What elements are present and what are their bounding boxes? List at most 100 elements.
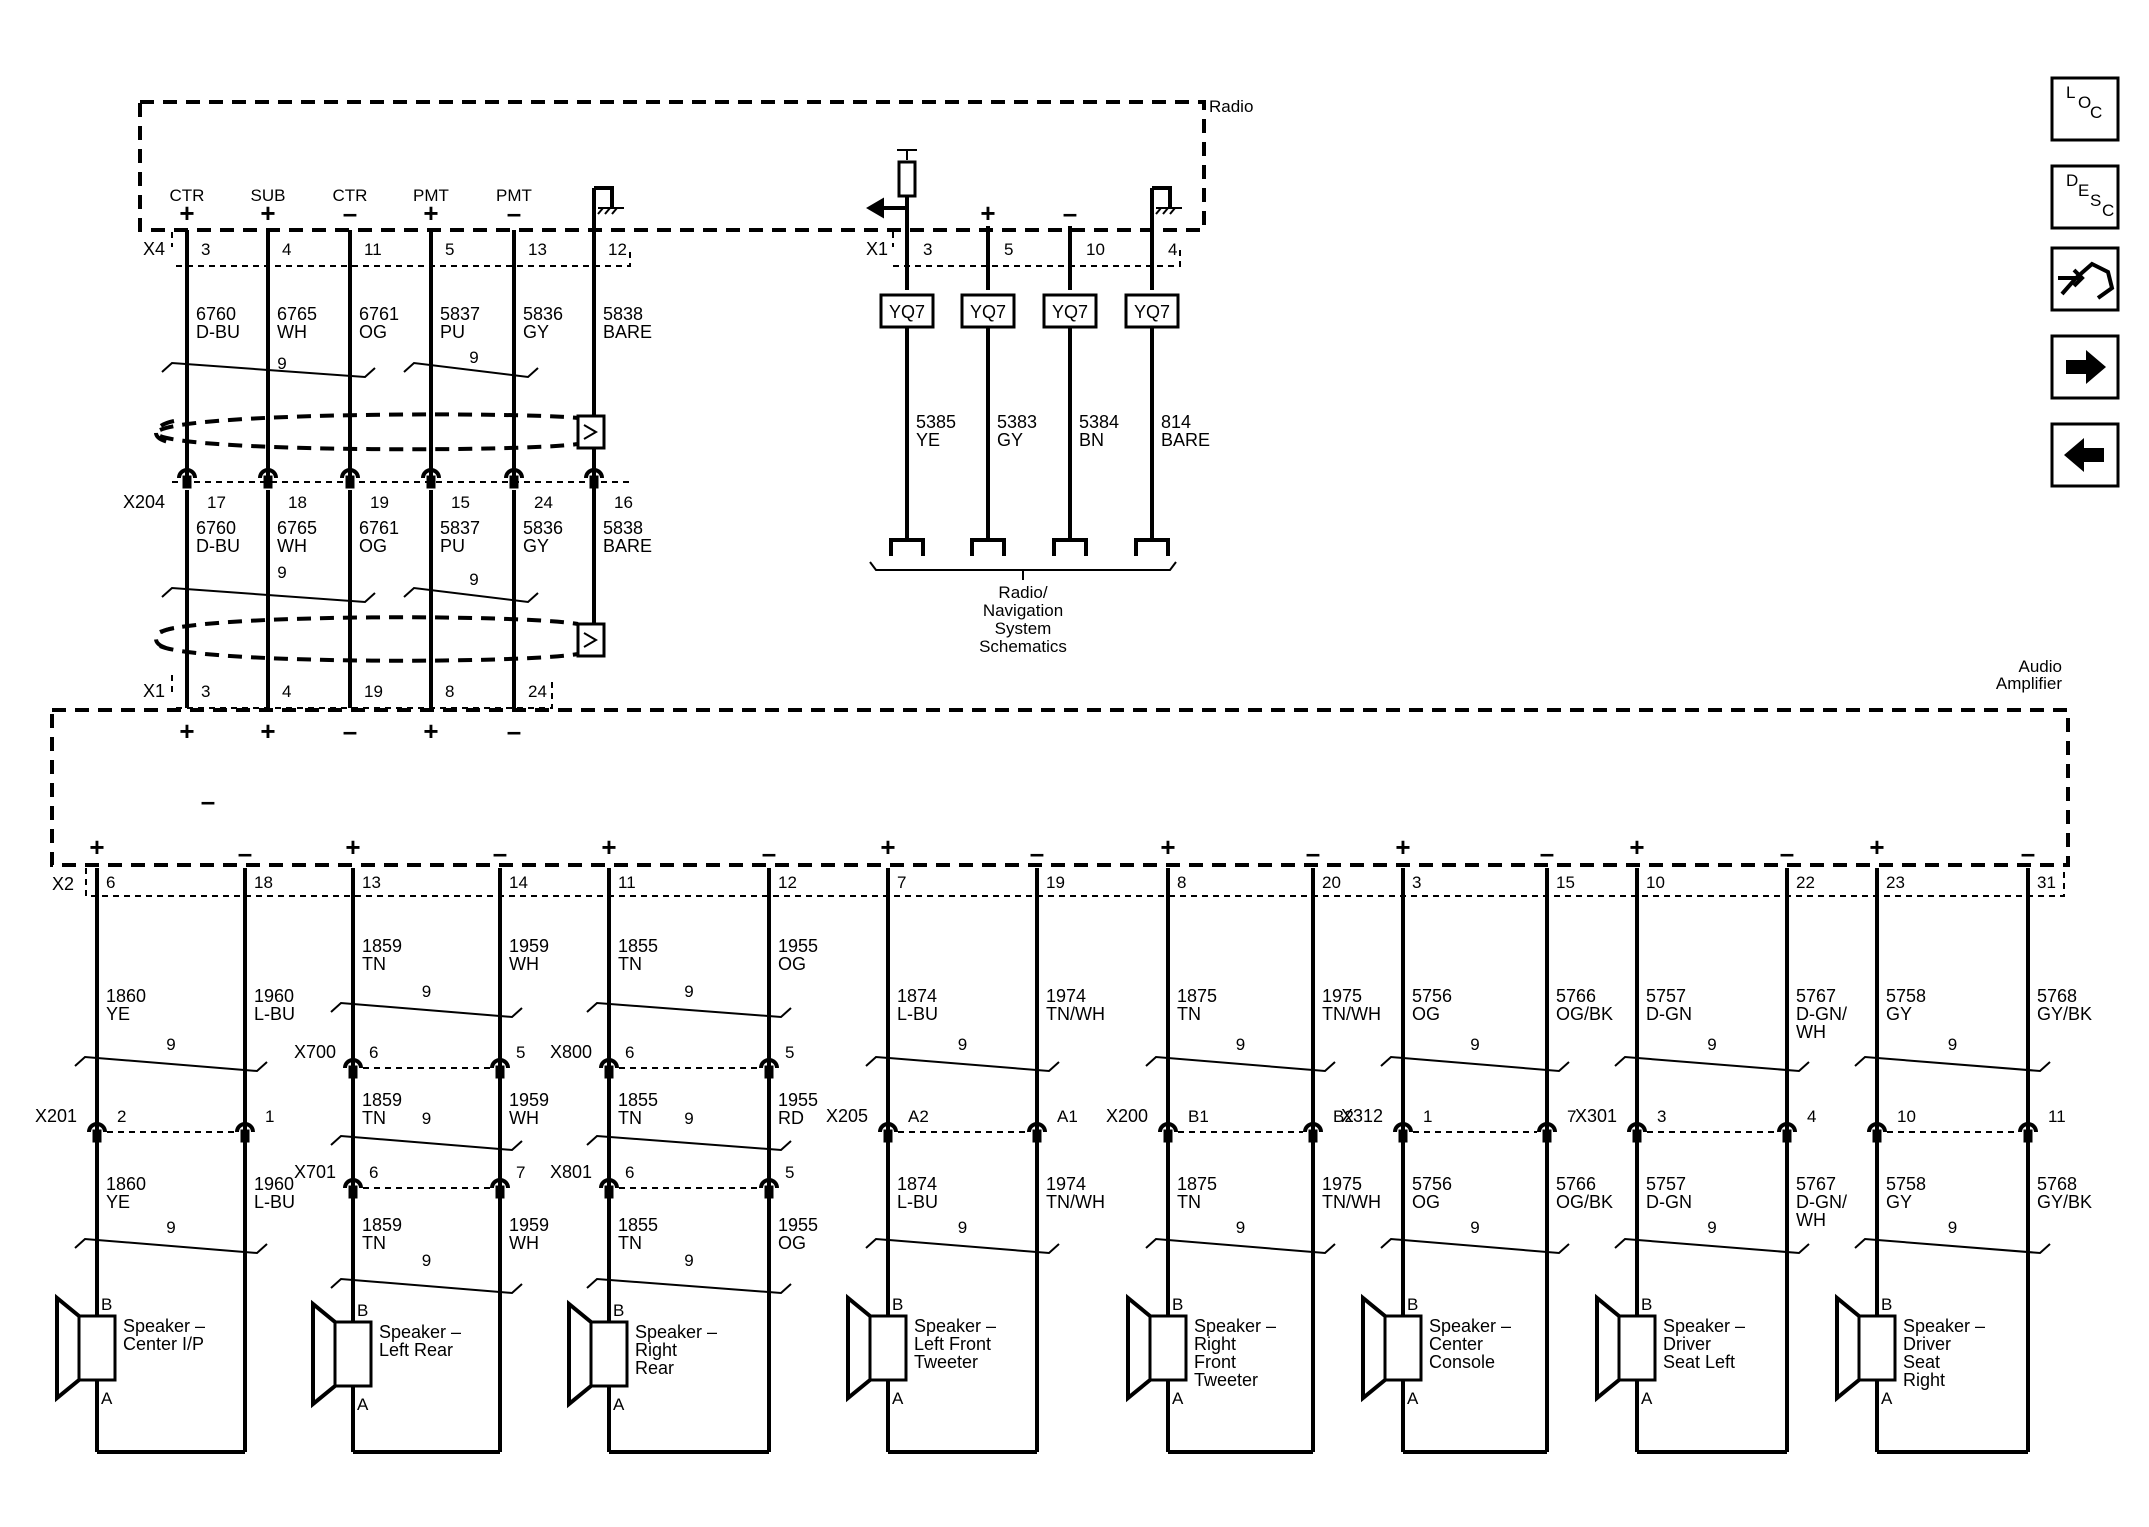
prev-button[interactable] <box>2050 422 2120 488</box>
x204-terminal <box>182 475 192 489</box>
inline-terminal <box>1777 1122 1797 1133</box>
speaker-circuit-label: 1975 <box>1322 1174 1362 1194</box>
twist-count: 9 <box>1470 1035 1479 1054</box>
prev-button[interactable] <box>2050 422 2120 488</box>
twist-count: 9 <box>422 1251 431 1270</box>
inline-pin-number: 5 <box>785 1163 794 1182</box>
speaker-name: Speaker – <box>914 1316 996 1336</box>
radio-circuit-label: YE <box>916 430 940 450</box>
x204-terminal <box>345 475 355 489</box>
inline-terminal <box>92 1129 102 1143</box>
radio-pin-number: 5 <box>1004 240 1013 259</box>
speaker-circuit-label: 1855 <box>618 1090 658 1110</box>
speaker-circuit-label: OG/BK <box>1556 1004 1613 1024</box>
amplifier-output-sign: – <box>238 838 252 868</box>
radio-circuit-label: 5385 <box>916 412 956 432</box>
amplifier-output-pin: 14 <box>509 873 528 892</box>
desc-button[interactable] <box>2050 164 2120 230</box>
reference-connector <box>1052 538 1088 556</box>
twisted-pair-mark <box>74 1055 268 1073</box>
radio-circuit-label: 6760 <box>196 304 236 324</box>
inline-terminal <box>348 1065 358 1079</box>
radio-circuit-label: D-BU <box>196 322 240 342</box>
nav-letter: L <box>2066 83 2075 102</box>
radio-pin-number: 4 <box>1168 240 1177 259</box>
speaker-icon <box>333 1320 373 1388</box>
twisted-pair-mark <box>330 1134 523 1152</box>
speaker-icon <box>1617 1314 1657 1382</box>
radio-pin-number: 5 <box>445 240 454 259</box>
amplifier-input-pin: 3 <box>201 682 210 701</box>
inline-terminal <box>1027 1122 1047 1133</box>
speaker-circuit-label: TN/WH <box>1046 1004 1105 1024</box>
inline-connector-name: X701 <box>294 1162 336 1182</box>
speaker-circuit-label: TN/WH <box>1322 1004 1381 1024</box>
speaker-name: Right <box>1194 1334 1236 1354</box>
speaker-circuit-label: GY/BK <box>2037 1192 2092 1212</box>
twist-count: 9 <box>1470 1218 1479 1237</box>
speaker-icon <box>311 1299 337 1409</box>
cable-shield <box>159 434 579 452</box>
inline-terminal <box>1632 1129 1642 1143</box>
speaker-name: Driver <box>1903 1334 1951 1354</box>
next-button[interactable] <box>2050 334 2120 400</box>
twisted-pair-mark <box>330 1277 523 1295</box>
cable-shield <box>159 412 579 432</box>
speaker-terminal-label: B <box>357 1301 368 1320</box>
twisted-pair-mark <box>586 1134 792 1152</box>
radio-pin-function: CTR <box>333 186 368 205</box>
inline-terminal <box>1872 1129 1882 1143</box>
inline-terminal <box>490 1058 510 1069</box>
amplifier-output-pin: 23 <box>1886 873 1905 892</box>
home-button[interactable] <box>2050 246 2120 312</box>
twisted-pair-mark <box>1380 1055 1570 1073</box>
speaker-name: Rear <box>635 1358 674 1378</box>
speaker-circuit-label: WH <box>509 1233 539 1253</box>
speaker-name: Speaker – <box>635 1322 717 1342</box>
speaker-circuit-label: 1874 <box>897 1174 937 1194</box>
speaker-circuit-label: TN <box>1177 1192 1201 1212</box>
amplifier-output-sign: + <box>880 832 895 862</box>
radio-pin-number: 3 <box>201 240 210 259</box>
speaker-terminal-label: A <box>101 1389 113 1408</box>
twisted-pair-mark <box>1614 1055 1810 1073</box>
ground-icon <box>604 207 611 215</box>
speaker-circuit-label: 5756 <box>1412 1174 1452 1194</box>
speaker-circuit-label: TN <box>362 1233 386 1253</box>
amplifier-output-pin: 31 <box>2037 873 2056 892</box>
option-tag-label: YQ7 <box>1134 302 1170 322</box>
speaker-name: Speaker – <box>379 1322 461 1342</box>
speaker-terminal-label: A <box>1407 1389 1419 1408</box>
speaker-circuit-label: 5757 <box>1646 1174 1686 1194</box>
twisted-pair-mark <box>1145 1055 1336 1073</box>
cable-shield <box>154 626 175 652</box>
speaker-circuit-label: GY <box>1886 1004 1912 1024</box>
inline-terminal <box>604 1185 614 1199</box>
radio-pin-function: PMT <box>496 186 532 205</box>
x204-terminal <box>263 475 273 489</box>
radio-module-outline <box>138 100 1206 232</box>
speaker-circuit-label: RD <box>778 1108 804 1128</box>
loc-button[interactable]: LOC <box>2050 76 2120 142</box>
feed-arrow <box>866 197 884 219</box>
speaker-circuit-label: D-GN <box>1646 1004 1692 1024</box>
inline-terminal <box>1867 1122 1887 1133</box>
radio-circuit-label: BN <box>1079 430 1104 450</box>
amplifier-output-pin: 22 <box>1796 873 1815 892</box>
speaker-circuit-label: TN <box>362 1108 386 1128</box>
amplifier-input-pin: 4 <box>282 682 291 701</box>
loc-button[interactable] <box>2050 76 2120 142</box>
radio-pin-function: SUB <box>251 186 286 205</box>
cable-shield <box>159 644 579 663</box>
amplifier-output-pin: 15 <box>1556 873 1575 892</box>
ground-icon <box>611 207 618 215</box>
amplifier-output-sign: – <box>1030 838 1044 868</box>
amplifier-sign: – <box>201 786 215 816</box>
radio-pin-number: 10 <box>1086 240 1105 259</box>
speaker-terminal-label: A <box>1641 1389 1653 1408</box>
amplifier-output-sign: – <box>493 838 507 868</box>
speaker-circuit-label: 5766 <box>1556 1174 1596 1194</box>
radio-circuit-label: BARE <box>603 322 652 342</box>
inline-pin-number: 2 <box>117 1107 126 1126</box>
